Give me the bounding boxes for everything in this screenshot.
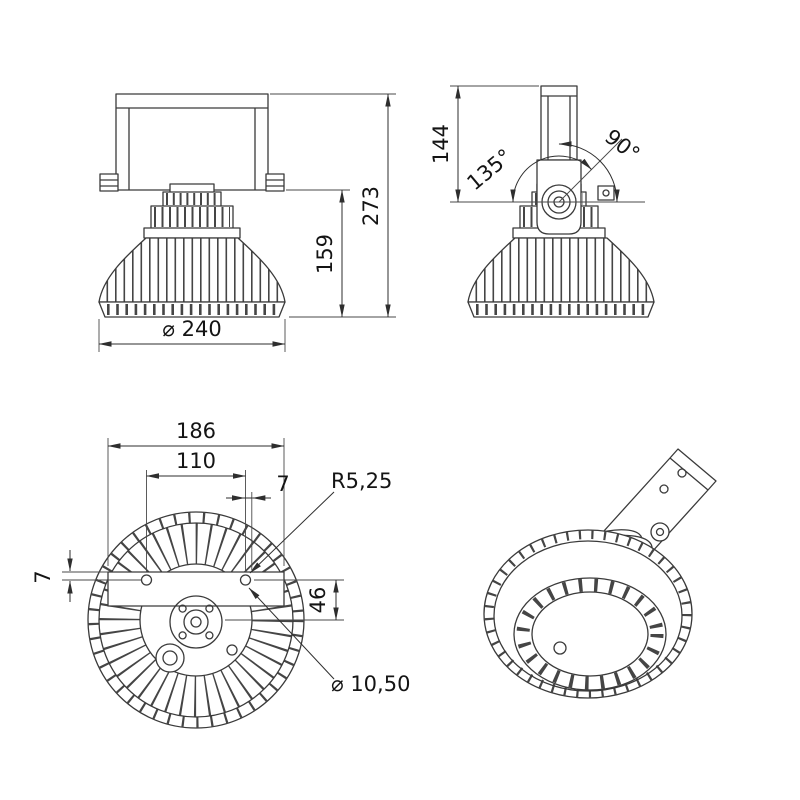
bottom-hub-screw-2 — [205, 604, 214, 613]
side-view: 144 135° 90° — [429, 85, 655, 318]
front-mounting-bracket — [115, 93, 269, 191]
iso-pivot-outer — [650, 522, 670, 542]
iso-inner-ring — [493, 540, 683, 692]
bottom-hub-screw-4 — [205, 631, 214, 640]
bottom-plug — [226, 644, 238, 656]
iso-face-slots — [516, 578, 664, 690]
bottom-hub-outer — [169, 595, 223, 649]
dim-bottom-center-offset: 46 — [306, 587, 330, 614]
side-angle-arc-90 — [558, 141, 620, 203]
bottom-mounting-plate — [107, 571, 285, 607]
bottom-cable-gland-outer — [155, 643, 185, 673]
front-bracket-bolts — [99, 173, 285, 192]
dim-front-total-height: 273 — [359, 186, 383, 226]
dim-bottom-hole-radius: R5,25 — [331, 469, 392, 493]
dim-side-angle-max: 135° — [462, 144, 516, 195]
front-view: 273 159 ⌀ 240 — [98, 93, 396, 352]
bottom-leader-hole-radius — [249, 491, 335, 574]
dim-bottom-hole-spacing: 110 — [176, 449, 216, 473]
iso-face-inner — [531, 591, 649, 677]
bottom-view: 186 110 7 R5,25 7 46 ⌀ 10,50 — [31, 419, 410, 729]
dim-bottom-hole-diameter: ⌀ 10,50 — [331, 672, 410, 696]
bottom-leader-hole-diameter — [248, 587, 335, 680]
iso-teeth-ring — [484, 530, 692, 698]
dim-side-bracket-height: 144 — [429, 124, 453, 164]
dim-front-body-height: 159 — [313, 234, 337, 274]
iso-bracket-bolt-2 — [677, 468, 687, 478]
bottom-hub-center — [190, 616, 202, 628]
dim-side-angle-min: 90° — [600, 125, 644, 167]
iso-pivot-inner — [655, 527, 665, 537]
bottom-cable-gland-inner — [162, 650, 178, 666]
dim-bottom-plate-edge-offset: 7 — [31, 570, 55, 583]
bottom-hub-screw-1 — [178, 604, 187, 613]
iso-cable-gland — [553, 641, 567, 655]
side-bracket-column — [540, 85, 578, 161]
bottom-hub-screw-3 — [178, 631, 187, 640]
side-latch — [597, 185, 615, 201]
bottom-hub-mid — [183, 609, 209, 635]
dim-bottom-bracket-length: 186 — [176, 419, 216, 443]
dim-bottom-slot-offset: 7 — [276, 472, 289, 496]
bottom-extension-lines — [62, 438, 344, 621]
isometric-view — [483, 448, 717, 699]
front-dimensions: 273 159 ⌀ 240 — [98, 93, 396, 352]
iso-face-outer — [513, 577, 667, 691]
bottom-dimensions: 186 110 7 R5,25 7 46 ⌀ 10,50 — [31, 419, 410, 696]
bottom-mount-hole-right — [239, 574, 252, 586]
iso-bracket-bolt-1 — [659, 484, 669, 494]
dim-front-diameter: ⌀ 240 — [162, 317, 221, 341]
